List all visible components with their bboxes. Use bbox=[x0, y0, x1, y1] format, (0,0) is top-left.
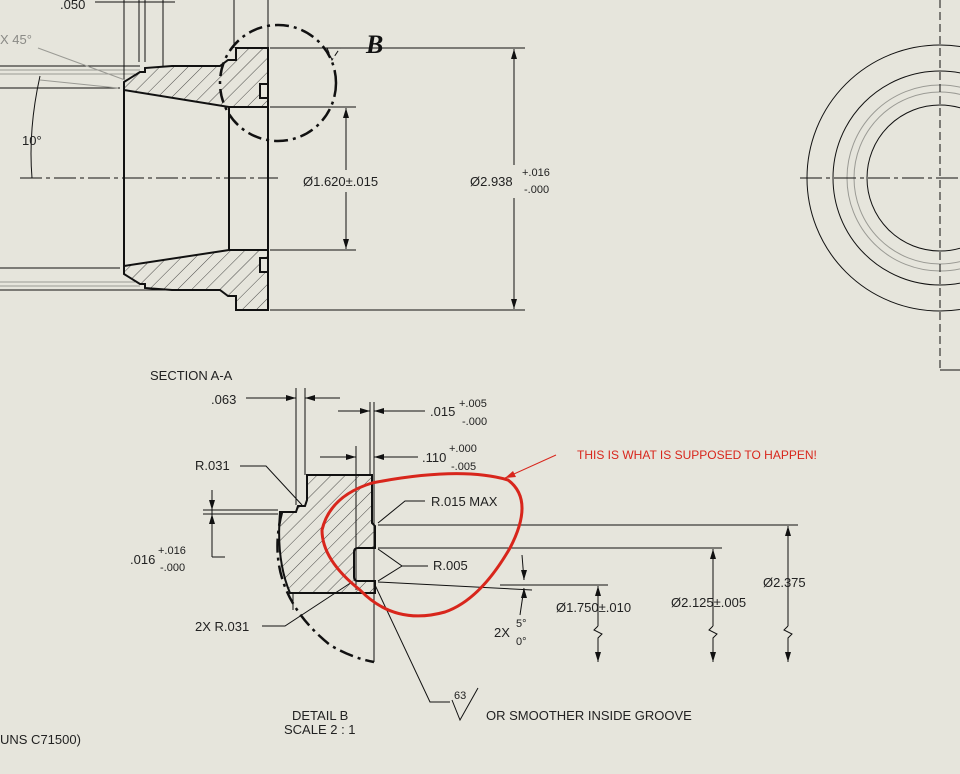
dim-016-plus: +.016 bbox=[158, 545, 186, 557]
angle-lower: 0° bbox=[516, 636, 527, 648]
detail-callout-b: B bbox=[365, 30, 383, 59]
dia-2375-label: Ø2.375 bbox=[763, 575, 806, 590]
dia-2938-minus: -.000 bbox=[524, 184, 549, 196]
angle-upper: 5° bbox=[516, 618, 527, 630]
annotation-text: THIS IS WHAT IS SUPPOSED TO HAPPEN! bbox=[577, 448, 817, 462]
red-markup: THIS IS WHAT IS SUPPOSED TO HAPPEN! bbox=[320, 448, 817, 618]
material-note: UNS C71500) bbox=[0, 732, 81, 747]
dim-015-minus: -.000 bbox=[462, 416, 487, 428]
dia-2938-plus: +.016 bbox=[522, 167, 550, 179]
detail-label: DETAIL B bbox=[292, 708, 348, 723]
dim-110-minus: -.005 bbox=[451, 461, 476, 473]
finish-note: OR SMOOTHER INSIDE GROOVE bbox=[486, 708, 692, 723]
dim-063-label: .063 bbox=[211, 392, 236, 407]
section-title: SECTION A-A bbox=[150, 368, 233, 383]
top-section-view: .050 X 45° 10° B Ø1.620±.015 Ø2.938 +.01… bbox=[0, 0, 550, 311]
r005-label: R.005 bbox=[433, 558, 468, 573]
detail-b-circle bbox=[218, 23, 338, 143]
dia-2938-label: Ø2.938 bbox=[470, 174, 513, 189]
angle-prefix: 2X bbox=[494, 625, 510, 640]
detail-scale: SCALE 2 : 1 bbox=[284, 722, 356, 737]
r015-label: R.015 MAX bbox=[431, 494, 498, 509]
dim-110-plus: +.000 bbox=[449, 443, 477, 455]
angle-10-label: 10° bbox=[22, 133, 42, 148]
detail-b-view: SECTION A-A .063 .015 +.005 -.000 .110 +… bbox=[130, 368, 806, 737]
r031-label: R.031 bbox=[195, 458, 230, 473]
finish-value: 63 bbox=[454, 690, 466, 702]
dia-1750-label: Ø1.750±.010 bbox=[556, 600, 631, 615]
dim-015-label: .015 bbox=[430, 404, 455, 419]
chamfer-note: X 45° bbox=[0, 32, 32, 47]
r031-2x-label: 2X R.031 bbox=[195, 619, 249, 634]
red-circle-markup bbox=[320, 472, 524, 618]
dia-1620-label: Ø1.620±.015 bbox=[303, 174, 378, 189]
dim-016-minus: -.000 bbox=[160, 562, 185, 574]
dim-015-plus: +.005 bbox=[459, 398, 487, 410]
dim-050-label: .050 bbox=[60, 0, 85, 12]
dia-2125-label: Ø2.125±.005 bbox=[671, 595, 746, 610]
end-view bbox=[800, 0, 960, 371]
dim-016-label: .016 bbox=[130, 552, 155, 567]
dim-110-label: .110 bbox=[422, 450, 446, 465]
